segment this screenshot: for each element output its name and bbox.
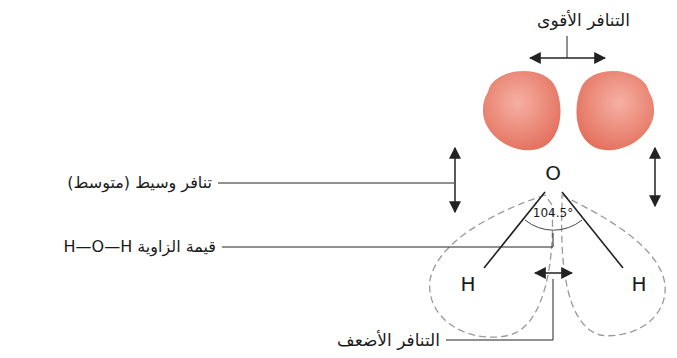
leader-line	[222, 233, 553, 247]
repulsion-label: تنافر وسيط (متوسط)	[67, 173, 212, 192]
repulsion-label: التنافر الأضعف	[337, 330, 440, 350]
repulsion-label: التنافر الأقوى	[537, 10, 630, 30]
angle-value: 104.5°	[533, 206, 573, 220]
angle-arc	[525, 220, 582, 230]
bond-pair-lobe	[562, 195, 666, 336]
atom-symbol: O	[545, 161, 561, 185]
bond-line	[484, 192, 545, 268]
lone-pair-lobe	[576, 71, 654, 150]
leader-line	[567, 36, 568, 58]
bond-line	[562, 192, 623, 268]
atom-symbol: H	[460, 272, 475, 296]
repulsion-arrow	[454, 148, 456, 212]
repulsion-arrow	[535, 272, 572, 274]
repulsion-arrow	[654, 148, 656, 206]
lone-pair-lobe	[483, 71, 561, 150]
atom-symbol: H	[631, 272, 646, 296]
angle-label: قيمة الزاوية H—O—H	[64, 237, 216, 256]
leader-line	[218, 183, 454, 184]
